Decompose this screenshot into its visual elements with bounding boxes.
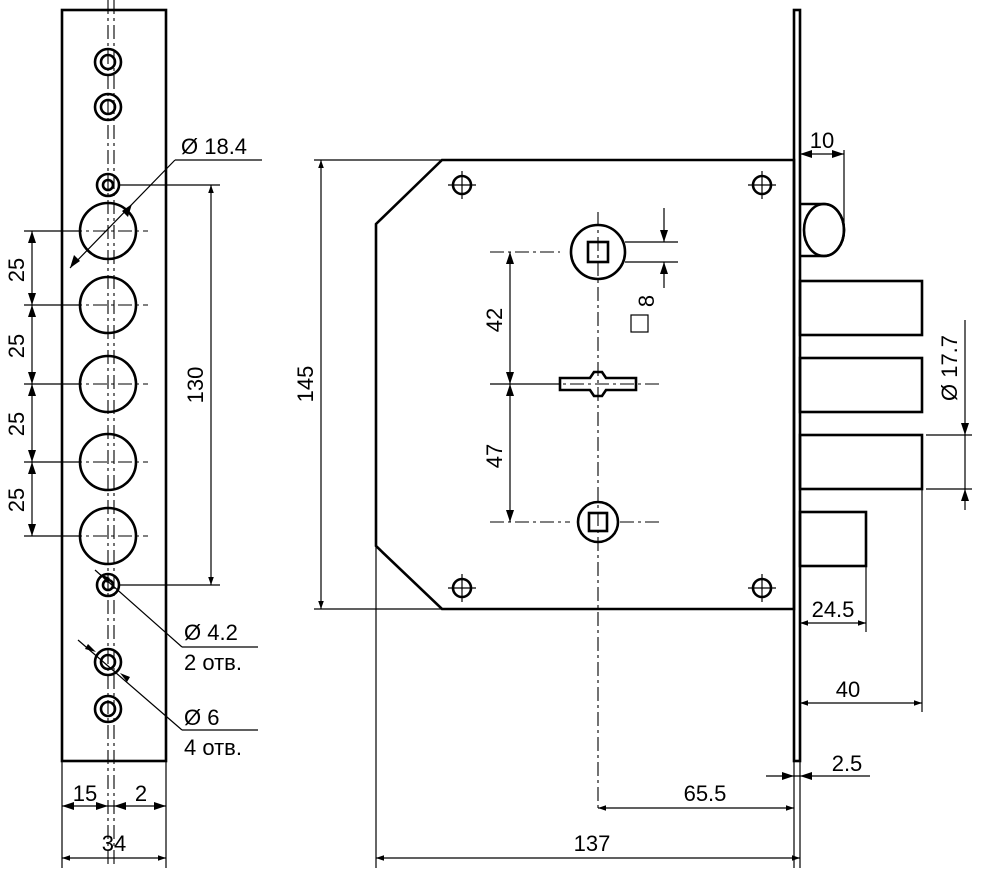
body-depth-label: 137: [574, 831, 611, 856]
offset-right-label: 2: [135, 781, 147, 806]
upper-spindle: [569, 212, 627, 810]
mounting-holes: [93, 47, 123, 724]
latch-throw-label: 10: [810, 128, 834, 153]
dim-130-label: 130: [183, 367, 208, 404]
hole-small-diameter: Ø 4.2: [184, 620, 238, 645]
leader-small-hole: Ø 4.2 2 отв.: [94, 569, 258, 675]
offset-left-label: 15: [73, 781, 97, 806]
dim-24-5: 24.5: [800, 566, 867, 632]
bolt-projection-label: 40: [836, 677, 860, 702]
side-view: 42 47 8 145 10: [293, 8, 972, 868]
spindle-square: 8: [625, 208, 678, 333]
pitch-dimensions: 25 25 25 25: [4, 230, 80, 537]
lower-spindle: [576, 500, 620, 544]
pitch-label-2: 25: [4, 334, 29, 358]
leader-mount-hole: Ø 6 4 отв.: [77, 639, 258, 760]
dim-2-5: 2.5: [766, 751, 870, 868]
faceplate-thickness-label: 2.5: [832, 751, 863, 776]
hole-small-count: 2 отв.: [184, 650, 242, 675]
backset-label: 65.5: [684, 781, 727, 806]
bolt-diameter-label: Ø 17.7: [937, 335, 962, 401]
dim-130: 130: [118, 184, 220, 586]
bottom-dimensions: 15 2 34: [61, 761, 167, 868]
key-to-lower-label: 47: [482, 444, 507, 468]
body-screw-holes: [448, 171, 776, 602]
dim-145: 145: [293, 159, 442, 610]
front-view: 25 25 25 25 130 Ø 18.4 Ø 4.2 2 отв.: [4, 0, 262, 868]
body-height-label: 145: [293, 366, 318, 403]
leader-large-hole: Ø 18.4: [69, 134, 262, 269]
pitch-label-4: 25: [4, 488, 29, 512]
deadbolts: [798, 279, 924, 568]
keyhole: [545, 370, 660, 398]
pitch-label-3: 25: [4, 412, 29, 436]
spindle-to-key-label: 42: [482, 308, 507, 332]
dim-40: 40: [800, 489, 923, 712]
spindle-square-label: 8: [634, 295, 659, 307]
latch: 10: [800, 128, 846, 258]
spindle-spacing: 42 47: [482, 251, 662, 523]
hole-mount-count: 4 отв.: [184, 735, 242, 760]
dim-137: 137: [375, 546, 800, 868]
deadbolt-projection-label: 24.5: [812, 597, 855, 622]
bolt-diameter-dim: Ø 17.7: [926, 320, 972, 510]
hole-large-diameter: Ø 18.4: [181, 134, 247, 159]
pitch-label-1: 25: [4, 258, 29, 282]
plate-width-label: 34: [102, 831, 126, 856]
hole-mount-diameter: Ø 6: [184, 705, 219, 730]
dim-65-5: 65.5: [598, 781, 794, 811]
